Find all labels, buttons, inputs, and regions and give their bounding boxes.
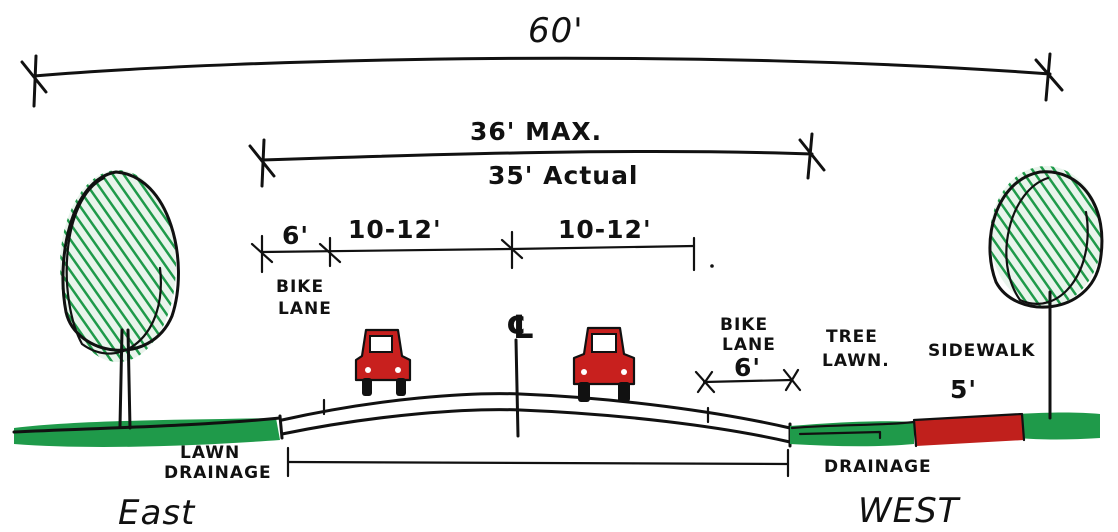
lawn-drainage-label-1: LAWN (180, 443, 240, 463)
bike-lane-east-label-1: BIKE (276, 277, 324, 297)
bike-lane-east-width: 6' (282, 221, 309, 250)
road-surface (278, 392, 792, 448)
east-car-icon (354, 328, 412, 396)
sidewalk-strip (912, 412, 1026, 448)
centerline: ℄ (506, 308, 536, 438)
east-tree-icon (60, 170, 180, 430)
tree-lawn-label-1: TREE (826, 327, 878, 347)
overall-width-label: 60' (528, 11, 584, 51)
drainage-west-label: DRAINAGE (824, 457, 932, 477)
curb-to-curb-dimension (286, 446, 790, 478)
overall-width-dimension: 60' (20, 11, 1064, 108)
sidewalk-label: SIDEWALK (928, 341, 1035, 361)
roadway-width-dimension: 36' MAX. 35' Actual (248, 117, 826, 190)
direction-east: East (118, 493, 196, 532)
tree-lawn-label-2: LAWN. (822, 351, 890, 371)
roadway-actual-label: 35' Actual (488, 161, 639, 190)
travel-lane-west-width: 10-12' (558, 215, 652, 244)
roadway-max-label: 36' MAX. (470, 117, 602, 146)
direction-west: WEST (858, 491, 961, 531)
bike-lane-east-label-2: LANE (278, 299, 332, 319)
bike-lane-west-dimension: BIKE LANE 6' (694, 315, 802, 394)
west-grass (790, 412, 1100, 447)
east-grass (12, 416, 282, 447)
centerline-symbol: ℄ (506, 308, 536, 346)
west-car-icon (572, 326, 636, 402)
bike-lane-west-label-2: LANE (722, 335, 776, 355)
bike-lane-west-width: 6' (734, 353, 761, 382)
travel-lane-east-width: 10-12' (348, 215, 442, 244)
lane-dimension-line: 6' 10-12' 10-12' (250, 215, 714, 274)
bike-lane-west-label-1: BIKE (720, 315, 768, 335)
west-tree-icon (988, 166, 1104, 420)
lawn-drainage-label-2: DRAINAGE (164, 463, 272, 483)
sidewalk-width: 5' (950, 375, 977, 404)
